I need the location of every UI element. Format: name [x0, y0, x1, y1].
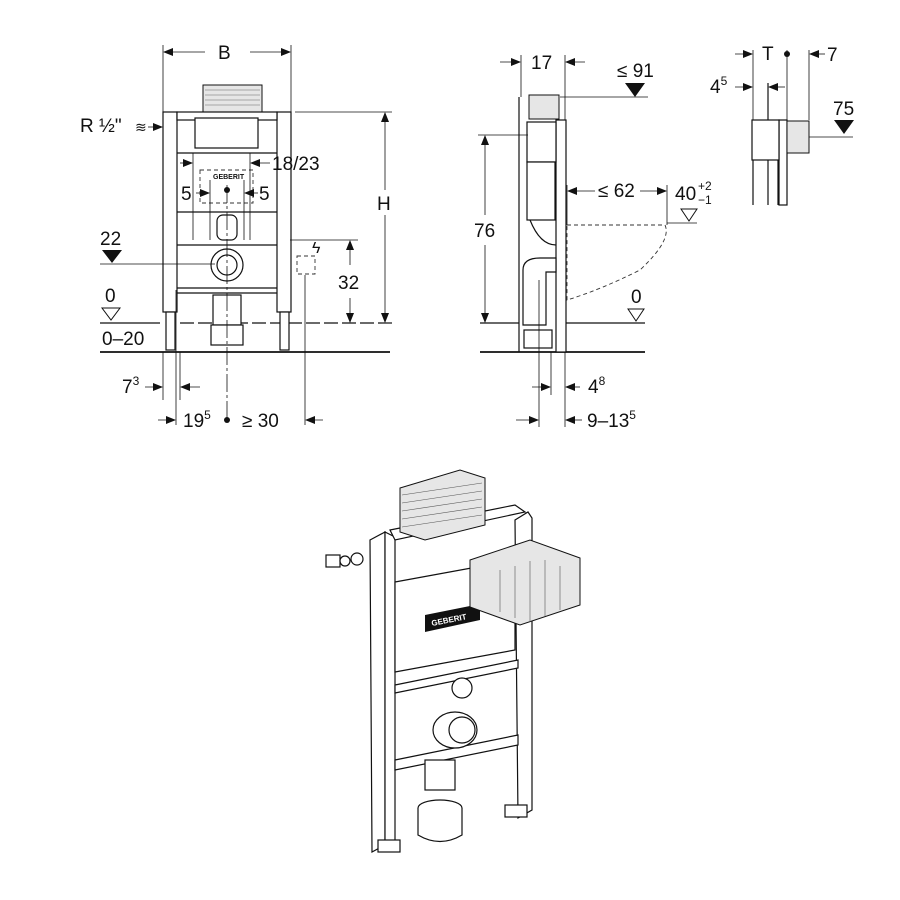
drain-height-label: 22: [100, 229, 121, 250]
frame-post-left: [162, 111, 178, 313]
width-label: B: [218, 43, 231, 64]
power-distance-label: ≥ 30: [242, 411, 279, 432]
frame-post: [555, 119, 567, 353]
wall-distance-label: 9–135: [587, 408, 636, 432]
box-projection-label: 7: [827, 45, 838, 66]
connection-valve-icon: [325, 552, 364, 568]
depth-t-label: T: [762, 44, 774, 65]
water-connection-label: R ½": [80, 116, 122, 137]
right-offset-label: 5: [259, 184, 270, 205]
flush-box: [202, 84, 263, 113]
wc-bowl-outline: [566, 224, 667, 301]
bowl-projection-label: ≤ 62: [598, 181, 635, 202]
geberit-logo: GEBERIT: [213, 174, 245, 181]
foot-offset-label: 73: [122, 374, 140, 398]
power-socket: [296, 255, 316, 275]
lightning-icon: ϟ: [312, 240, 321, 257]
power-height-label: 32: [338, 273, 359, 294]
seat-height-lower-tolerance: −1: [698, 193, 712, 207]
detail-view: T 7 45 75: [710, 44, 854, 206]
frame-height-label: 76: [474, 221, 495, 242]
front-view: GEBERIT ϟ B R ½" ≋ 18/23 5 5: [80, 43, 395, 432]
depth-label: 17: [531, 53, 552, 74]
flush-box: [786, 120, 810, 154]
level-marker-icon: [625, 83, 645, 97]
frame-post-right: [276, 111, 292, 313]
pipe-offset-label: 48: [588, 374, 606, 398]
water-wave-icon: ≋: [135, 119, 147, 135]
floor-level-label: 0: [105, 286, 116, 307]
side-floor-level-label: 0: [631, 287, 642, 308]
seat-height-upper-tolerance: +2: [698, 179, 712, 193]
box-height-label: 75: [833, 99, 854, 120]
frame-offset-label: 45: [710, 74, 728, 98]
isometric-view: GEBERIT: [325, 469, 581, 854]
level-marker-icon: [834, 120, 854, 134]
max-height-label: ≤ 91: [617, 61, 654, 82]
seat-height-label: 40: [675, 184, 696, 205]
side-view: 17 ≤ 91 76 ≤ 62 40 +2 −1 0 48 9–135: [474, 53, 712, 432]
floor-range-label: 0–20: [102, 329, 144, 350]
level-marker-icon: [102, 250, 122, 263]
flush-pipe-distance-label: 18/23: [272, 154, 320, 175]
height-label: H: [377, 194, 391, 215]
axis-offset-label: 195: [183, 408, 211, 432]
left-offset-label: 5: [181, 184, 192, 205]
cistern-box: [469, 539, 581, 626]
geberit-logo-plate: [425, 604, 480, 632]
